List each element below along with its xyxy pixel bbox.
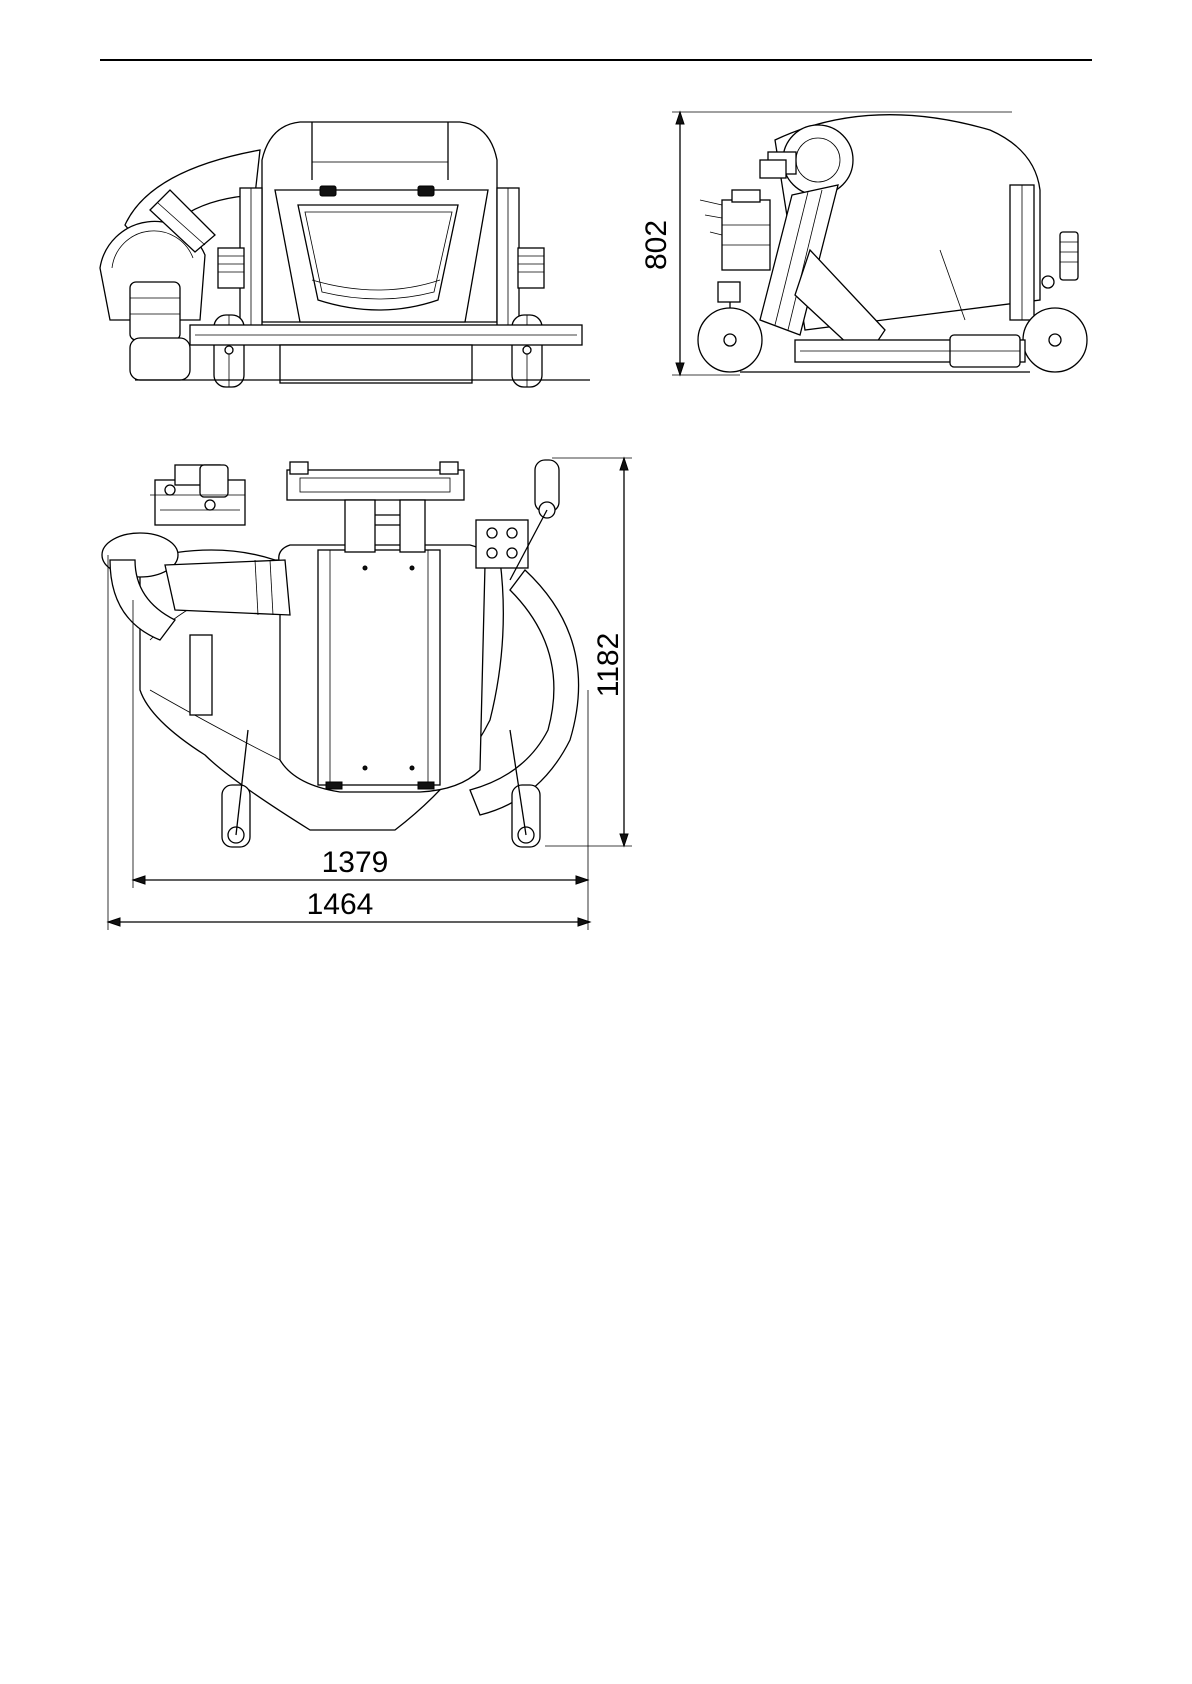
top-view-drawing xyxy=(102,460,579,847)
dimension-label-height: 802 xyxy=(640,220,673,270)
front-view-drawing xyxy=(100,122,590,387)
dimension-label-depth: 1182 xyxy=(592,633,625,698)
dimension-label-inner-width: 1379 xyxy=(322,846,389,879)
dimension-label-overall-width: 1464 xyxy=(307,888,374,921)
side-view-drawing xyxy=(698,115,1087,372)
